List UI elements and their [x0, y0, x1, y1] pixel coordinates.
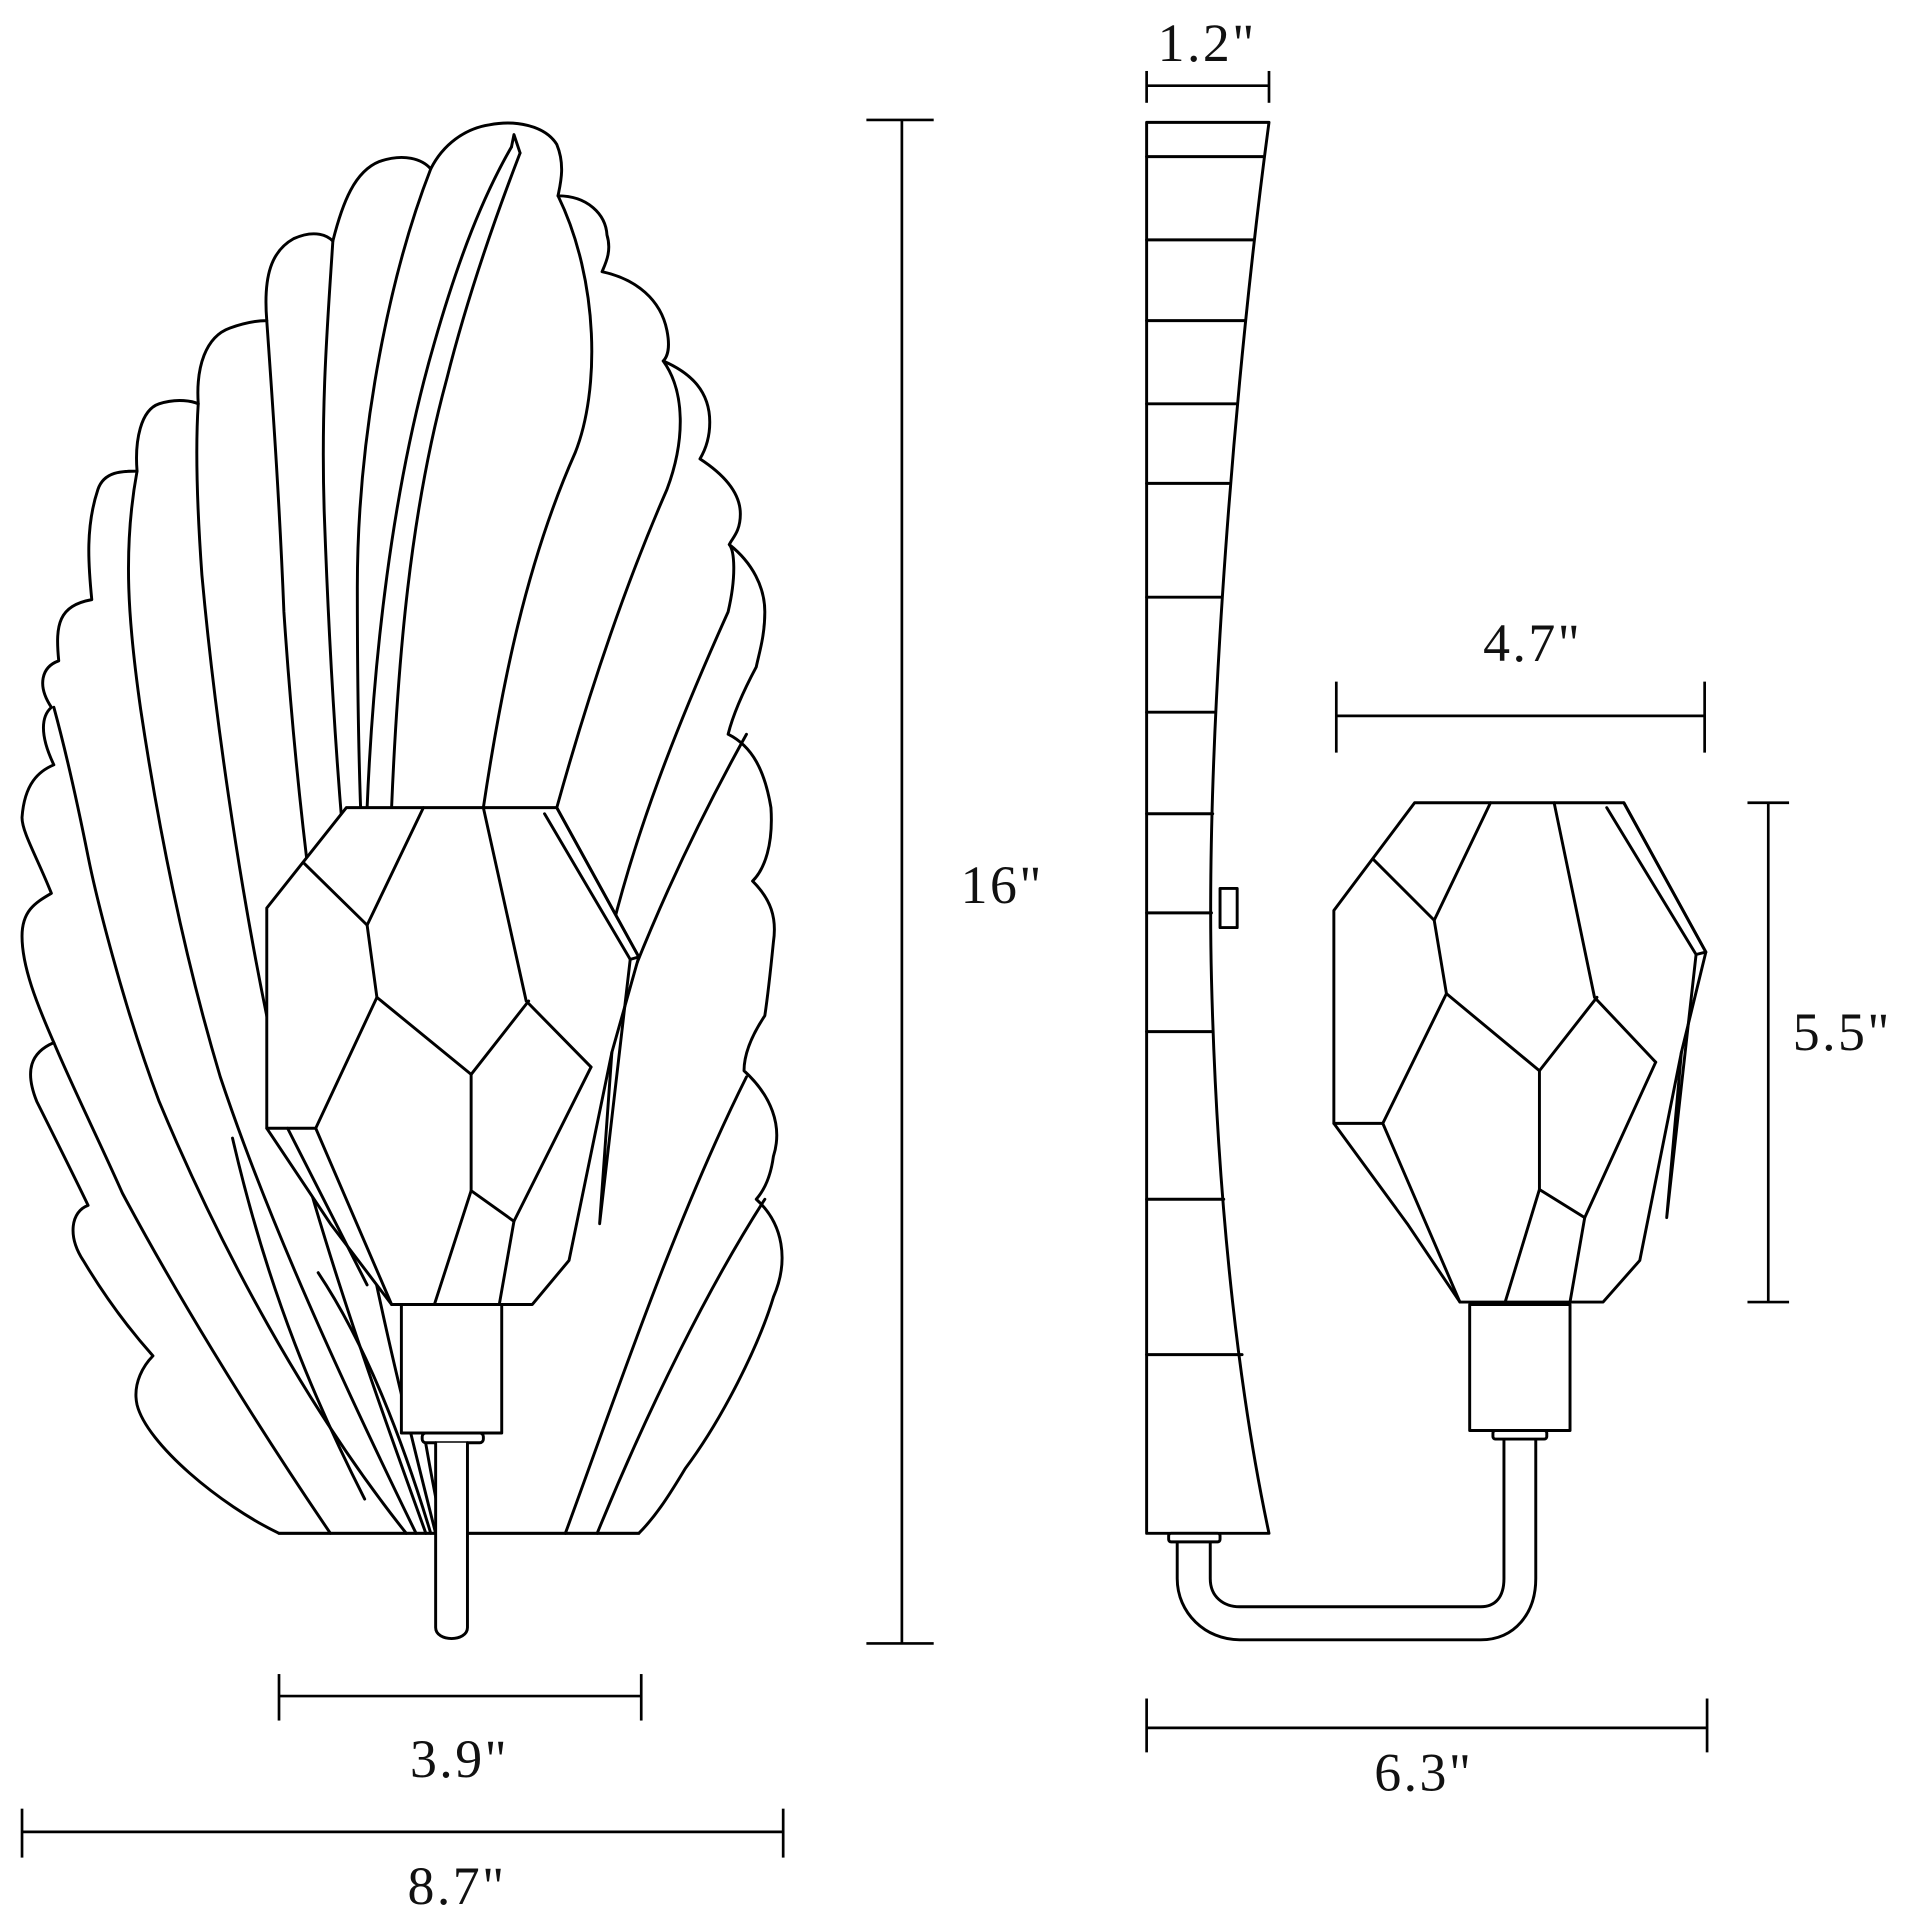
label-base-width: 3.9"	[410, 1729, 509, 1789]
crystal-shade-front	[265, 806, 641, 1306]
label-overall-height: 16"	[961, 855, 1044, 915]
socket-cup-side	[1468, 1303, 1572, 1432]
side-view	[1145, 120, 1708, 1642]
front-view	[20, 121, 784, 1641]
dimension-overall-extension: 6.3"	[1145, 1698, 1709, 1802]
dimension-base-width: 3.9"	[277, 1674, 643, 1789]
socket-cup-front	[399, 1303, 504, 1435]
arm-side	[1175, 1437, 1538, 1642]
label-shade-height: 5.5"	[1793, 1002, 1892, 1062]
leaf-ribs	[52, 133, 767, 1535]
label-overall-width: 8.7"	[407, 1856, 506, 1909]
label-backplate-depth: 1.2"	[1158, 13, 1257, 73]
leaf-outline	[20, 121, 784, 1535]
backplate-profile	[1145, 120, 1271, 1535]
mount-tab	[1218, 886, 1239, 930]
dimension-shade-width: 4.7"	[1334, 613, 1706, 753]
backplate-segments	[1145, 155, 1265, 1357]
dimension-backplate-depth: 1.2"	[1145, 13, 1271, 103]
dimension-overall-height: 16"	[866, 118, 1044, 1645]
crystal-shade-side	[1332, 801, 1708, 1304]
label-shade-width: 4.7"	[1483, 613, 1582, 673]
label-overall-extension: 6.3"	[1374, 1742, 1473, 1802]
dimension-overall-width: 8.7"	[20, 1808, 785, 1909]
stem-front	[434, 1441, 469, 1641]
dimension-shade-height: 5.5"	[1747, 801, 1892, 1304]
